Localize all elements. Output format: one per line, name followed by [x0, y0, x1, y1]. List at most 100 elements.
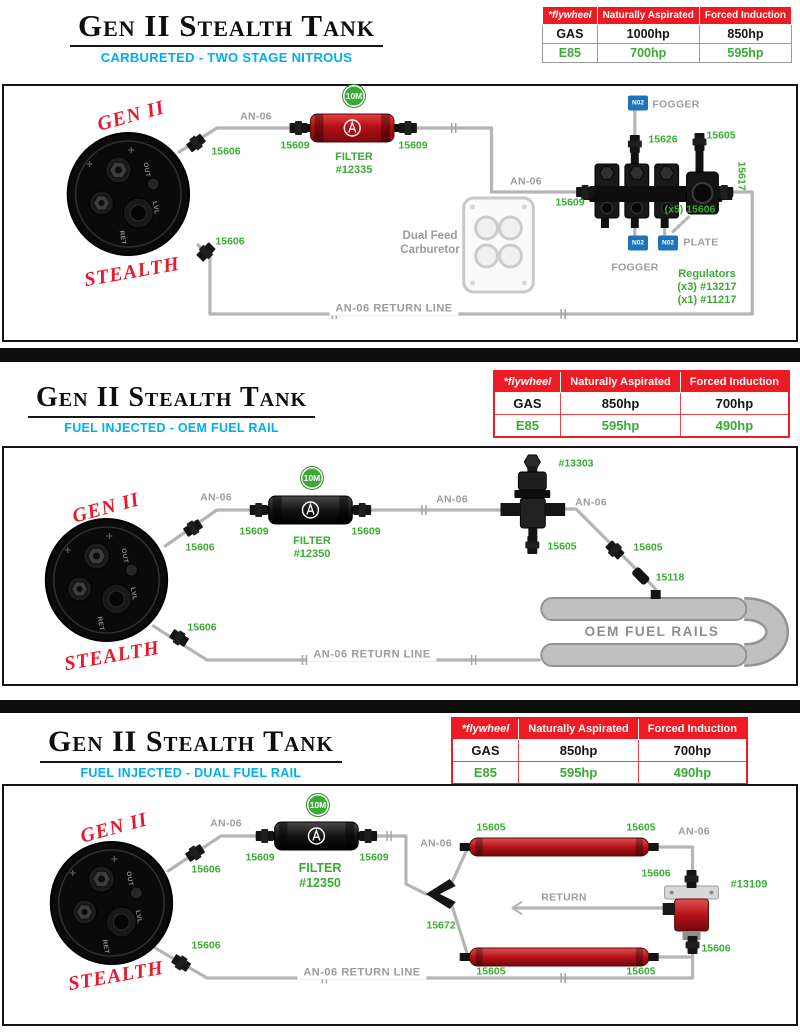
tank-name-label: STEALTH [66, 956, 166, 996]
part-number-label: 15118 [655, 571, 685, 584]
part-number-label: 15606 [185, 541, 215, 554]
part-number-label: FILTER #12335 [335, 150, 373, 176]
micron-rating-badge: 10M [343, 85, 365, 107]
part-number-label: 15605 [476, 821, 506, 834]
plumbing-diagram [4, 109, 754, 320]
part-number-label: FILTER #12350 [298, 861, 342, 890]
micron-rating-badge: 10M [301, 467, 323, 489]
part-number-label: 15609 [245, 851, 275, 864]
hose-label: AN-06 [436, 493, 468, 506]
nitrous-solenoid-box: N02 [628, 235, 648, 251]
bypass-regulator [662, 885, 719, 940]
dual-feed-carburetor [462, 196, 535, 294]
nitrous-solenoid-box: N02 [658, 235, 678, 251]
page-subtitle: CARBURETED - TWO STAGE NITROUS [100, 49, 353, 65]
hp-value-cell: 490hp [637, 761, 748, 785]
part-number-label: 15626 [648, 133, 678, 146]
tank-name-label: GEN II [94, 96, 168, 136]
part-number-label: 15609 [239, 525, 269, 538]
tank-port-label: OUT [124, 870, 135, 888]
y-block [425, 879, 456, 909]
hp-value-cell: 490hp [679, 414, 790, 438]
hose-label: AN-06 [420, 837, 452, 850]
return-line-label: AN-06 RETURN LINE [329, 302, 459, 316]
table-header-cell: Naturally Aspirated [560, 370, 681, 393]
fuel-rail-bottom [459, 947, 659, 967]
fuel-rail-top [459, 837, 659, 857]
aeromotive-logo-icon [301, 501, 320, 519]
section-oem-fuel-rail: Gen II Stealth Tank FUEL INJECTED - OEM … [0, 362, 800, 700]
return-line-label: AN-06 RETURN LINE [307, 648, 437, 662]
tank-port-label: OUT [119, 547, 130, 565]
part-number-label: 15606 [191, 939, 221, 952]
plumbing-diagram [4, 454, 789, 667]
fuel-type-cell: E85 [451, 761, 520, 785]
fuel-pressure-regulator [500, 454, 566, 542]
hose-label: AN-06 [240, 110, 272, 123]
hose-label: AN-06 [510, 175, 542, 188]
page-subtitle: FUEL INJECTED - DUAL FUEL RAIL [80, 765, 302, 780]
oem-fuel-rails [540, 590, 789, 667]
hose-label: RETURN [541, 891, 587, 904]
component-label: Dual Feed Carburetor [400, 230, 460, 256]
part-number-label: Regulators (x3) #13217 (x1) #11217 [677, 268, 737, 307]
part-number-label: 15617 [735, 161, 748, 191]
aeromotive-logo-icon [343, 119, 361, 137]
table-header-cell: Naturally Aspirated [518, 717, 639, 740]
part-number-label: FILTER #12350 [293, 534, 331, 560]
section-header: Gen II Stealth Tank FUEL INJECTED - DUAL… [0, 713, 800, 785]
fuel-type-cell: E85 [542, 43, 598, 63]
tank-name-label: STEALTH [82, 252, 182, 292]
hp-value-cell: 700hp [679, 392, 790, 415]
hose-label: AN-06 [200, 491, 232, 504]
hose-label: AN-06 [575, 496, 607, 509]
section-carbureted: Gen II Stealth Tank CARBURETED - TWO STA… [0, 0, 800, 348]
page-title: Gen II Stealth Tank [40, 726, 342, 763]
hose-end [632, 567, 650, 585]
hp-value-cell: 1000hp [596, 24, 700, 44]
section-header: Gen II Stealth Tank FUEL INJECTED - OEM … [0, 362, 800, 446]
part-number-label: 15606 [701, 942, 731, 955]
tank-name-label: GEN II [69, 488, 143, 528]
tank-port-label: RET [95, 616, 106, 632]
hose-label: AN-06 [210, 817, 242, 830]
part-number-label: 15606 [187, 621, 217, 634]
hp-value-cell: 595hp [560, 414, 681, 438]
section-dual-fuel-rail: Gen II Stealth Tank FUEL INJECTED - DUAL… [0, 713, 800, 1035]
part-number-label: 15606 [211, 145, 241, 158]
part-number-label: 15609 [398, 139, 428, 152]
aeromotive-logo-icon [307, 827, 326, 845]
tank-port-label: LVL [150, 200, 160, 216]
page-title: Gen II Stealth Tank [70, 10, 383, 47]
part-number-label: 15609 [351, 525, 381, 538]
tank-port-label: RET [100, 939, 111, 955]
page-subtitle: FUEL INJECTED - OEM FUEL RAIL [64, 420, 279, 435]
hp-value-cell: 700hp [596, 43, 700, 63]
tank-port-label: LVL [128, 586, 138, 602]
hp-value-cell: 850hp [698, 24, 793, 44]
part-number-label: 15609 [359, 851, 389, 864]
part-number-label: #13303 [558, 457, 594, 470]
hose-lines [153, 834, 695, 980]
diagram-oem-fuel-rail: GEN II STEALTH OUT LVL RET 15606 AN-06 15609 10M… [2, 446, 798, 686]
hp-value-cell: 850hp [518, 739, 639, 762]
hose-label: AN-06 [678, 825, 710, 838]
hp-value-cell: 595hp [698, 43, 793, 63]
part-number-label: 15605 [626, 965, 656, 978]
hose-label: FOGGER [611, 261, 659, 274]
flywheel-header-cell: *flywheel [451, 717, 520, 740]
section-divider [0, 348, 800, 362]
table-header-cell: Forced Induction [637, 717, 748, 740]
fuel-type-cell: GAS [493, 392, 562, 415]
part-number-label: #13109 [730, 878, 768, 891]
fuel-filter [301, 113, 403, 143]
tank-name-label: STEALTH [62, 636, 162, 676]
fuel-rails-label: OEM FUEL RAILS [584, 623, 720, 639]
diagram-labels: GEN II STEALTH OUT LVL RET 15606 AN-06 15609 10M… [4, 448, 796, 684]
part-number-label: 15605 [476, 965, 506, 978]
tank-name-label: GEN II [77, 808, 151, 848]
